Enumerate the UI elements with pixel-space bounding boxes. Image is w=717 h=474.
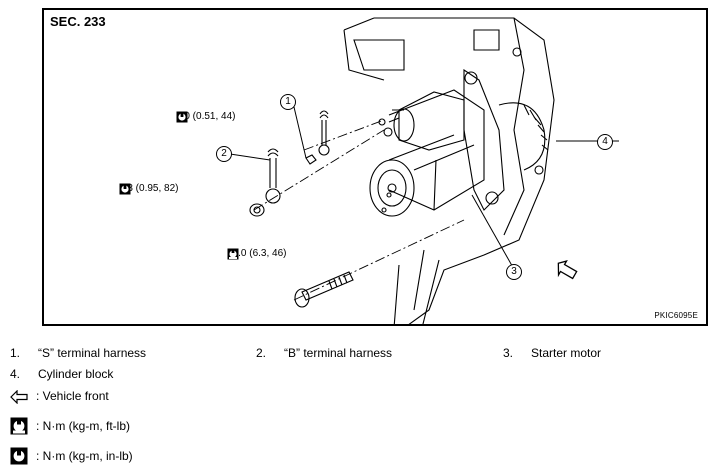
torque-wrench-ft-lb-icon: [10, 417, 28, 435]
legend-item-3: 3. Starter motor: [503, 346, 601, 360]
vehicle-front-arrow: [557, 260, 578, 280]
torque-value: 62.0 (6.3, 46): [227, 248, 287, 259]
legend-number: 4.: [10, 367, 21, 381]
starter-flange-drawing: [463, 68, 549, 211]
legend-label: Cylinder block: [38, 367, 114, 381]
torque-value: 9.3 (0.95, 82): [119, 183, 179, 194]
mounting-bolt-drawing: [294, 271, 354, 308]
b-terminal-harness-drawing: [249, 148, 281, 217]
starter-motor-body-drawing: [369, 89, 485, 217]
legend-item-4: 4. Cylinder block: [10, 367, 113, 381]
legend-torque-in-lb: : N·m (kg-m, in-lb): [36, 449, 133, 463]
torque-wrench-in-lb-icon: [176, 111, 188, 123]
callout-3: 3: [506, 264, 522, 280]
section-label: SEC. 233: [50, 14, 106, 29]
s-terminal-harness-drawing: [305, 110, 330, 165]
starter-motor-drawing: [229, 17, 619, 324]
torque-wrench-in-lb-icon: [119, 183, 131, 195]
arrow-left-icon: [10, 390, 28, 404]
torque-spec-b-terminal-nut: 9.3 (0.95, 82): [119, 183, 179, 195]
legend-item-2: 2. “B” terminal harness: [256, 346, 392, 360]
diagram-frame: SEC. 233 PKIC6095E 5.0 (0.51, 44) 9.3 (0…: [42, 8, 708, 326]
legend-number: 1.: [10, 346, 21, 360]
legend-label: “S” terminal harness: [38, 346, 147, 360]
torque-wrench-ft-lb-icon: [227, 248, 239, 260]
torque-spec-mounting-bolt: 62.0 (6.3, 46): [227, 248, 287, 260]
assembly-lines: [253, 119, 465, 301]
legend-label: Starter motor: [531, 346, 602, 360]
legend-torque-ft-lb: : N·m (kg-m, ft-lb): [36, 419, 130, 433]
legend-item-1: 1. “S” terminal harness: [10, 346, 146, 360]
figure-code: PKIC6095E: [654, 311, 698, 320]
legend-number: 3.: [503, 346, 514, 360]
legend-vehicle-front: : Vehicle front: [36, 389, 109, 403]
legend-number: 2.: [256, 346, 267, 360]
torque-spec-s-terminal-nut: 5.0 (0.51, 44): [176, 111, 236, 123]
callout-1: 1: [280, 94, 296, 110]
cylinder-block-drawing: [343, 17, 555, 324]
torque-wrench-in-lb-icon: [10, 447, 28, 465]
callout-4: 4: [597, 134, 613, 150]
legend-label: “B” terminal harness: [284, 346, 393, 360]
callout-2: 2: [216, 146, 232, 162]
torque-value: 5.0 (0.51, 44): [176, 111, 236, 122]
